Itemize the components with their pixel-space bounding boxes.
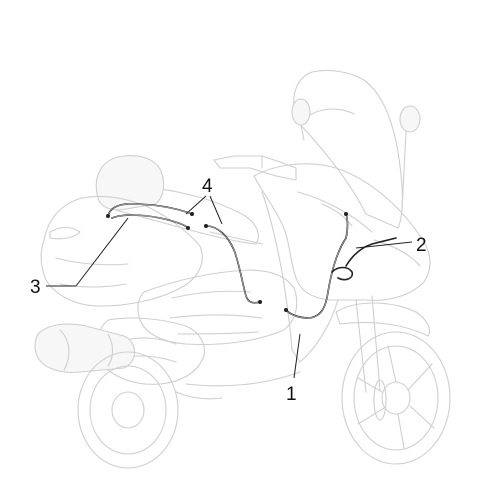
mirror-left xyxy=(291,98,311,141)
side-panel xyxy=(137,269,298,346)
exhaust xyxy=(34,323,136,373)
front-wheel xyxy=(341,331,451,465)
front-fender xyxy=(335,302,431,337)
leader-3b xyxy=(75,217,129,287)
callout-labels: 1 2 3 4 xyxy=(30,176,427,405)
rear-wheel xyxy=(77,351,179,469)
callout-2: 2 xyxy=(416,235,427,256)
seat xyxy=(107,187,259,245)
callout-4: 4 xyxy=(202,176,213,197)
windshield xyxy=(293,69,403,229)
handlebar xyxy=(213,155,297,181)
front-cowl xyxy=(253,163,431,301)
leader-4b xyxy=(209,195,223,225)
backrest xyxy=(95,155,165,211)
mirror-right xyxy=(399,105,421,211)
leader-2 xyxy=(355,241,413,249)
leader-4a xyxy=(185,195,207,215)
callout-3: 3 xyxy=(30,277,41,298)
rear-body xyxy=(40,195,203,307)
leader-1 xyxy=(293,333,301,379)
cable-2 xyxy=(331,237,397,281)
callout-1: 1 xyxy=(286,384,297,405)
front-fork xyxy=(355,295,381,393)
leader-lines xyxy=(46,195,413,379)
scooter-outline xyxy=(34,69,451,469)
cable-set xyxy=(106,203,397,319)
cable-1 xyxy=(285,213,349,319)
